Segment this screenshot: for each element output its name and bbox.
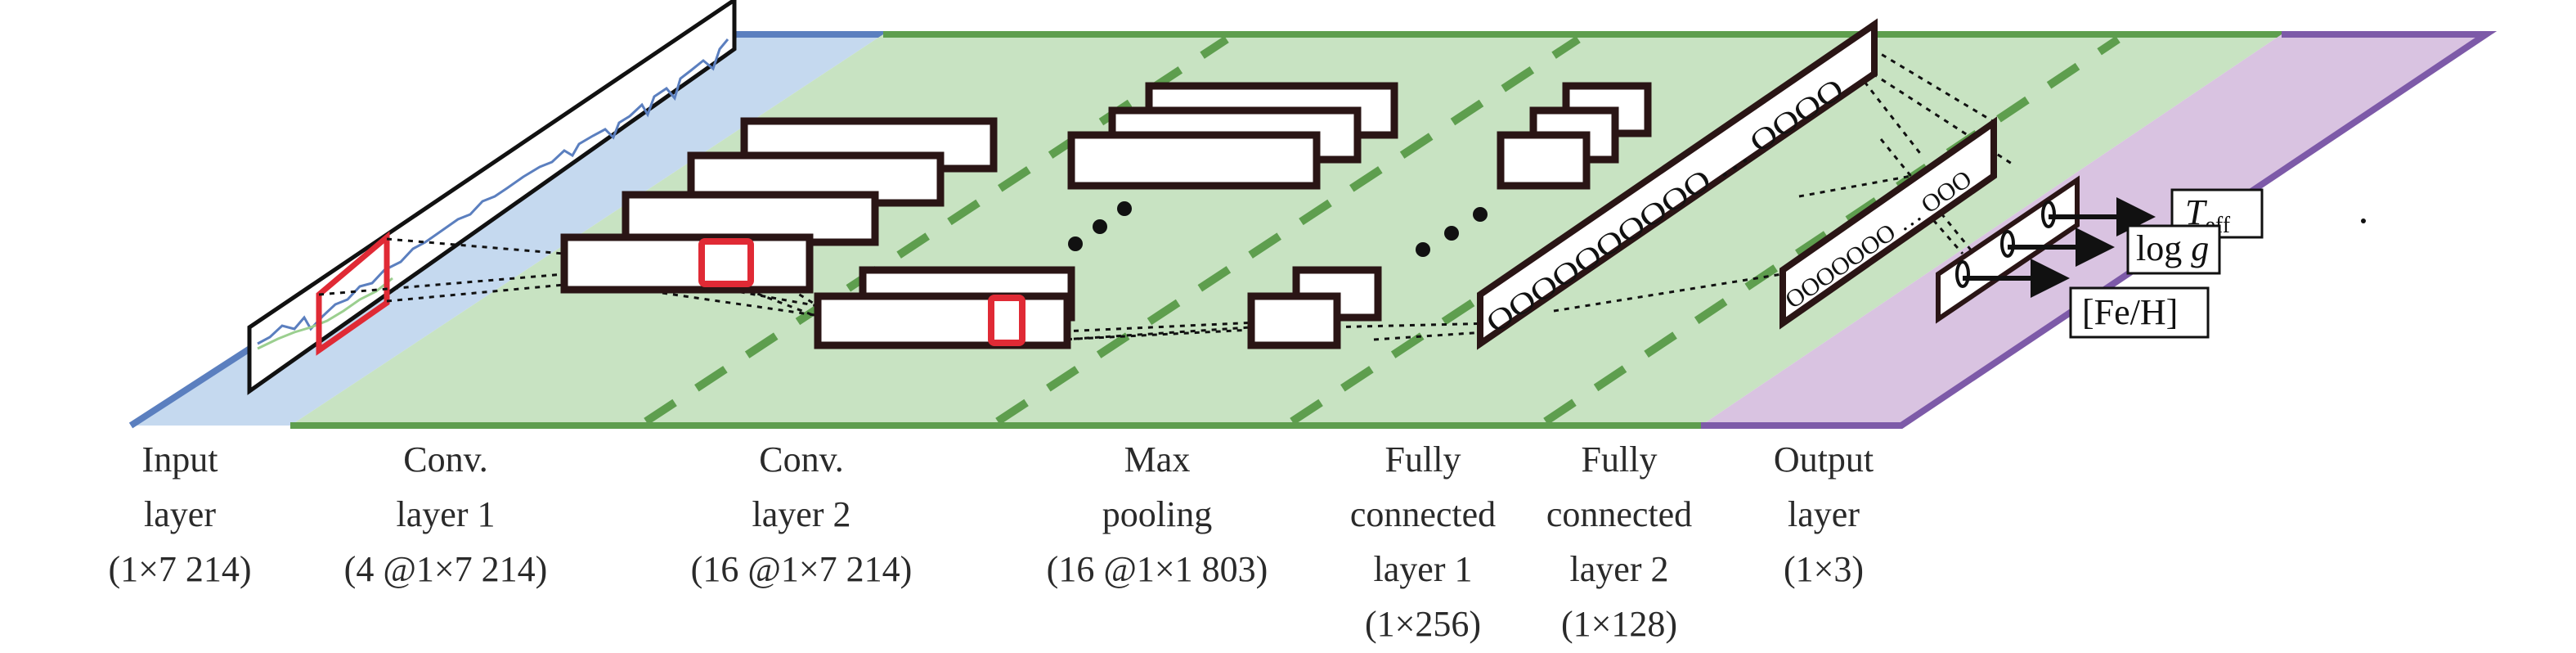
label-line: layer <box>144 494 216 534</box>
output-node-1 <box>1955 260 1970 288</box>
conv1-feature-maps <box>560 117 998 294</box>
logg-log: log <box>2136 228 2191 268</box>
fc-block-1 <box>1497 131 1591 190</box>
conv1-map-1 <box>560 233 814 294</box>
pool-map-1 <box>1067 131 1321 190</box>
label-line: (1×7 214) <box>108 549 252 589</box>
conv2-receptive-field <box>988 295 1025 346</box>
label-line: layer 1 <box>396 494 496 534</box>
label-line: pooling <box>1102 494 1213 534</box>
label-line: connected <box>1349 494 1497 534</box>
pooling-feature-maps <box>1067 82 1398 349</box>
label-line: layer 1 <box>1373 549 1473 589</box>
label-line: (1×128) <box>1560 604 1678 644</box>
label-input-layer: Input layer (1×7 214) <box>106 432 254 597</box>
input-receptive-field <box>316 231 390 356</box>
pool-ellipsis-dots <box>1416 207 1488 257</box>
conv2-map-front <box>814 292 1071 349</box>
label-line: Fully <box>1384 439 1461 480</box>
conv1-receptive-field <box>698 238 754 287</box>
label-fully-connected-1: Fully connected layer 1 (1×256) <box>1333 432 1513 651</box>
conv-ellipsis-dots <box>1068 201 1132 251</box>
pool-map-small-front <box>1247 292 1341 349</box>
feh-label: [Fe/H] <box>2082 292 2178 332</box>
label-line: Input <box>141 439 218 480</box>
output-feh: [Fe/H] <box>2069 286 2210 339</box>
conv2-feature-maps <box>814 266 1075 349</box>
label-line: (1×3) <box>1783 549 1865 589</box>
label-line: connected <box>1546 494 1693 534</box>
label-output-layer: Output layer (1×3) <box>1742 432 1905 597</box>
layer-separators <box>644 35 2120 426</box>
label-line: (1×256) <box>1364 604 1482 644</box>
label-line: Fully <box>1581 439 1658 480</box>
label-fully-connected-2: Fully connected layer 2 (1×128) <box>1529 432 1709 651</box>
svg-text:log g: log g <box>2136 228 2209 268</box>
label-conv-layer-2: Conv. layer 2 (16 @1×7 214) <box>654 432 949 597</box>
fc-feature-blocks <box>1497 82 1652 190</box>
label-max-pooling: Max pooling (16 @1×1 803) <box>1010 432 1304 597</box>
output-logg: log g <box>2126 224 2221 275</box>
label-line: Conv. <box>403 439 488 480</box>
label-line: (16 @1×1 803) <box>1046 549 1268 589</box>
logg-g: g <box>2191 228 2209 268</box>
stray-dot <box>2361 218 2366 223</box>
label-line: layer 2 <box>1569 549 1669 589</box>
label-line: Output <box>1773 439 1874 480</box>
label-line: (4 @1×7 214) <box>343 549 548 589</box>
label-conv-layer-1: Conv. layer 1 (4 @1×7 214) <box>307 432 585 597</box>
output-node-2 <box>2000 230 2015 258</box>
label-line: (16 @1×7 214) <box>690 549 913 589</box>
input-spectrum-strip <box>247 0 737 395</box>
spectrum-line <box>257 38 729 345</box>
label-line: layer 2 <box>752 494 851 534</box>
label-line: layer <box>1788 494 1860 534</box>
label-line: Max <box>1124 439 1191 480</box>
output-arrows <box>1963 197 2156 298</box>
label-line: Conv. <box>759 439 844 480</box>
